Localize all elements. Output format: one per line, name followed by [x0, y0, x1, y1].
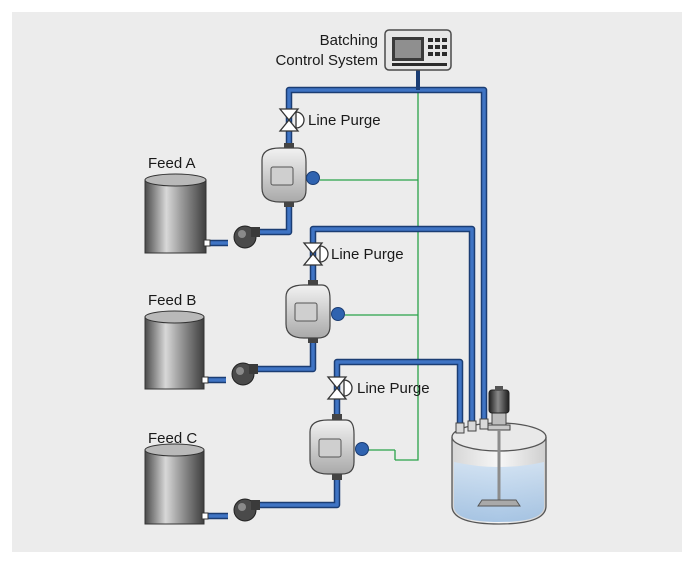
line-purge-b-label: Line Purge — [331, 246, 404, 263]
pipe-line-a — [210, 86, 488, 423]
line-purge-c-label: Line Purge — [357, 380, 430, 397]
feed-c-label: Feed C — [148, 430, 197, 447]
agitator — [477, 386, 521, 507]
line-purge-valve-a — [278, 108, 305, 132]
vessel-inlet-nozzles — [455, 418, 489, 434]
feed-b-label: Feed B — [148, 292, 196, 309]
flow-meter-a — [261, 143, 320, 207]
line-purge-valve-c — [326, 376, 353, 400]
pipe-line-b — [208, 225, 476, 423]
signal-trunk — [395, 68, 419, 461]
agitator-motor — [488, 389, 510, 414]
controller-keypad — [392, 38, 447, 66]
signal-wiring — [320, 68, 419, 461]
controller-label-line2: Control System — [275, 52, 378, 69]
controller-label-line1: Batching — [320, 32, 378, 49]
feed-a-label: Feed A — [148, 155, 196, 172]
line-purge-valve-b — [302, 242, 329, 266]
batching-controller — [384, 29, 452, 71]
agitator-impeller — [477, 499, 521, 507]
pump-a — [233, 225, 260, 249]
feed-tank-c — [144, 443, 209, 525]
flow-meter-c — [309, 414, 369, 480]
agitator-shaft — [497, 430, 501, 502]
flow-meter-b — [285, 280, 345, 343]
pump-b — [231, 362, 258, 386]
piping — [208, 68, 488, 520]
batching-process-diagram: Batching Control System Feed A Line Purg… — [144, 29, 547, 525]
diagram-panel: Batching Control System Feed A Line Purg… — [12, 12, 682, 552]
line-purge-a-label: Line Purge — [308, 112, 381, 129]
pipe-line-c — [208, 358, 464, 520]
pump-c — [233, 498, 260, 522]
feed-tank-b — [144, 310, 209, 390]
feed-tank-a — [144, 173, 211, 254]
